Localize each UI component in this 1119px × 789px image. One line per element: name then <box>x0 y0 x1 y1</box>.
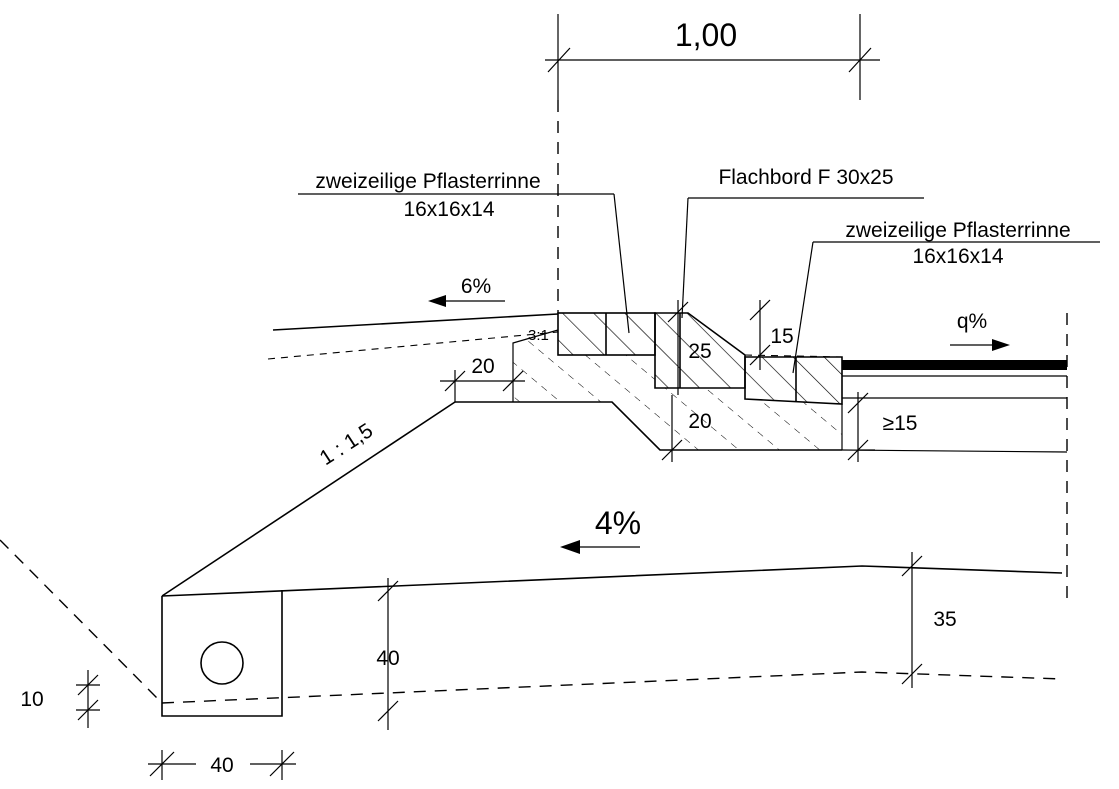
gutter-left-title: zweizeilige Pflasterrinne <box>315 170 540 193</box>
road-pavement <box>841 360 1068 453</box>
dim-20-mid: 20 <box>661 395 712 462</box>
svg-text:40: 40 <box>376 647 399 670</box>
gutter-left-callout: zweizeilige Pflasterrinne 16x16x14 <box>298 170 630 334</box>
dim-15: 15 <box>749 299 794 370</box>
slope-ratio-small: 3:1 <box>528 327 549 344</box>
curb-callout: Flachbord F 30x25 <box>681 166 924 319</box>
dim-35: 35 <box>901 552 957 688</box>
slope-arrow-bottom: 4% <box>560 505 641 554</box>
svg-text:10: 10 <box>20 688 43 711</box>
svg-text:20: 20 <box>688 410 711 433</box>
svg-text:20: 20 <box>471 355 494 378</box>
gutter-left-stones <box>557 312 656 356</box>
slope-right-label: q% <box>957 310 987 333</box>
dim-20-top: 20 <box>440 355 525 402</box>
curb-title: Flachbord F 30x25 <box>718 166 893 189</box>
slope-bottom-label: 4% <box>595 505 641 541</box>
subgrade-bottom-line <box>161 671 1063 704</box>
width-dimension-label: 1,00 <box>675 17 737 53</box>
dim-40-horizontal: 40 <box>148 750 296 780</box>
ground-slope-line <box>0 539 163 704</box>
gutter-right-title: zweizeilige Pflasterrinne <box>845 219 1070 242</box>
dim-ge15: ≥15 <box>847 392 918 462</box>
sidewalk-subgrade-line <box>267 331 559 360</box>
base-course-outline-left <box>512 329 559 402</box>
slope-left-label: 6% <box>461 275 491 298</box>
drain-pipe <box>200 641 244 685</box>
gutter-right-stones <box>744 356 843 405</box>
slope-arrow-left: 6% <box>428 275 505 307</box>
foundation-outline <box>455 401 842 451</box>
svg-text:35: 35 <box>933 608 956 631</box>
svg-text:≥15: ≥15 <box>883 412 918 435</box>
embankment-slope-label: 1 : 1,5 <box>316 419 377 470</box>
slope-arrow-right: q% <box>950 310 1010 351</box>
subgrade-top-line <box>161 565 1063 597</box>
gutter-right-callout: zweizeilige Pflasterrinne 16x16x14 <box>792 219 1100 374</box>
gutter-right-size: 16x16x14 <box>912 245 1003 268</box>
dim-10: 10 <box>20 670 100 728</box>
sidewalk-surface <box>272 313 559 331</box>
svg-text:15: 15 <box>770 325 793 348</box>
svg-text:40: 40 <box>210 754 233 777</box>
dim-25: 25 <box>667 300 712 395</box>
svg-text:25: 25 <box>688 340 711 363</box>
dim-40-vertical: 40 <box>376 578 400 730</box>
width-dimension: 1,00 <box>545 14 880 100</box>
gutter-left-size: 16x16x14 <box>403 198 494 221</box>
drain-box <box>161 590 283 717</box>
embankment-slope <box>161 401 456 597</box>
